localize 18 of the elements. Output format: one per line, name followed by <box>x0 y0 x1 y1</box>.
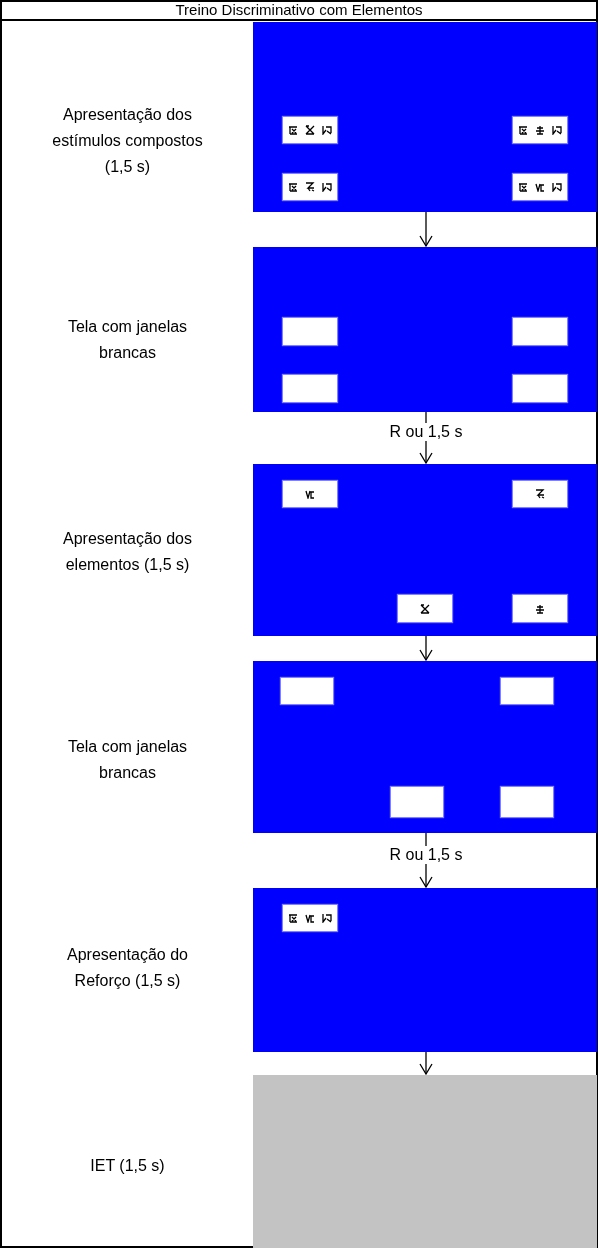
screen-panel <box>253 247 597 412</box>
step-label: Apresentação dos elementos (1,5 s) <box>62 529 193 575</box>
step-label: Apresentação dos estímulos compostos (1,5 s) <box>51 105 204 177</box>
edge-label: R ou 1,5 s <box>387 845 465 864</box>
step-label: IET (1,5 s) <box>90 1156 165 1176</box>
arrow <box>419 635 433 661</box>
step-label: Tela com janelas brancas <box>66 317 189 363</box>
arrow <box>419 1051 433 1075</box>
screen-panel <box>253 22 597 212</box>
screen-panel <box>253 661 597 833</box>
arrow <box>419 211 433 247</box>
screen-panel <box>253 1075 597 1248</box>
screen-panel <box>253 888 597 1052</box>
edge-label: R ou 1,5 s <box>387 423 465 441</box>
title: Treino Discriminativo com Elementos <box>175 2 423 17</box>
step-label: Tela com janelas brancas <box>66 737 189 783</box>
step-label: Apresentação do Reforço (1,5 s) <box>66 945 189 991</box>
screen-panel <box>253 464 597 636</box>
